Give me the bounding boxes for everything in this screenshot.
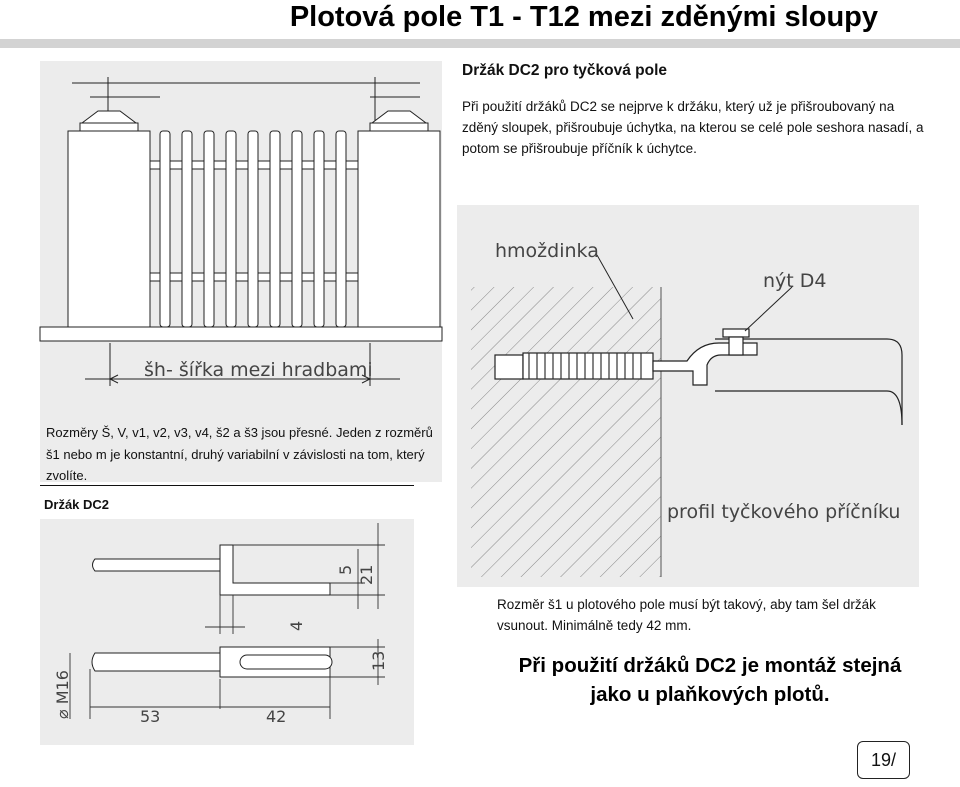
intro-paragraph: Při použití držáků DC2 se nejprve k držá… <box>462 99 924 156</box>
title-rule <box>0 39 960 48</box>
profile-label: profil tyčkového příčníku <box>667 501 900 523</box>
dim-m16-label: ⌀ M16 <box>53 670 72 719</box>
emphasis-note: Při použití držáků DC2 je montáž stejná … <box>518 654 902 706</box>
dim-53-label: 53 <box>140 707 160 726</box>
section-heading: Držák DC2 pro tyčková pole <box>462 62 668 79</box>
mount-detail-drawing: hmoždinka nýt D4 profil tyčkového příční… <box>471 240 903 577</box>
holder-dc2-drawing: 5 21 4 13 ⌀ M16 53 42 <box>53 523 388 726</box>
dim-5-label: 5 <box>336 565 355 575</box>
dimensions-note: Rozměry Š, V, v1, v2, v3, v4, š2 a š3 js… <box>46 425 433 483</box>
dim-42-label: 42 <box>266 707 286 726</box>
holder-heading-rule <box>40 485 414 486</box>
page-title: Plotová pole T1 - T12 mezi zděnými sloup… <box>289 1 878 33</box>
holder-heading: Držák DC2 <box>44 497 110 512</box>
fence-drawing: šh- šířka mezi hradbami <box>39 77 443 386</box>
dim-21-label: 21 <box>357 565 376 585</box>
anchor-label: hmoždinka <box>495 240 599 262</box>
dim-4-label: 4 <box>287 621 306 631</box>
rivet-label: nýt D4 <box>763 270 827 292</box>
bottom-note: Rozměr š1 u plotového pole musí být tako… <box>497 597 876 633</box>
width-dimension-label: šh- šířka mezi hradbami <box>144 359 373 381</box>
dim-13-label: 13 <box>369 651 388 671</box>
page-number: 19/ <box>857 741 910 779</box>
